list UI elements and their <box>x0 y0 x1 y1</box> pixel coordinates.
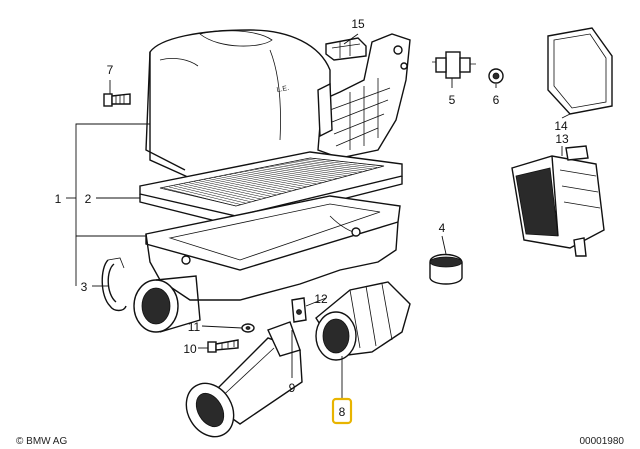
filter-pleat <box>209 178 282 194</box>
callout-labels: 1 2 3 4 5 6 7 8 9 10 11 12 13 14 15 <box>55 17 569 425</box>
nut-part-6 <box>488 68 504 84</box>
filter-pleat <box>274 164 347 176</box>
filter-pleat <box>259 168 332 181</box>
filter-pleat <box>289 161 362 172</box>
filter-pleats <box>163 157 383 207</box>
callout-10: 10 <box>183 342 197 356</box>
filter-pleat <box>219 176 292 192</box>
bracket-part-12 <box>291 297 307 323</box>
spring-clip-part-3 <box>101 257 127 312</box>
callout-8-highlight <box>331 397 353 425</box>
filter-pleat <box>294 160 367 171</box>
washer-part-11 <box>241 323 255 333</box>
callout-12: 12 <box>314 292 328 306</box>
filter-pleat <box>184 183 257 201</box>
filter-pleat <box>168 186 242 205</box>
diagram-number: 00001980 <box>580 436 625 447</box>
filter-pleat <box>204 179 277 196</box>
filter-pleat <box>239 172 312 186</box>
filter-housing-lower <box>145 195 401 301</box>
filter-pleat <box>309 157 383 167</box>
callout-13: 13 <box>555 132 569 146</box>
callout-11: 11 <box>188 320 201 334</box>
cap-part-4 <box>429 253 463 285</box>
leader-lines <box>66 33 571 400</box>
intake-horn-part-9 <box>185 321 303 438</box>
filter-pleat <box>269 166 342 178</box>
intake-boot-part-8 <box>315 281 411 361</box>
copyright-text: © BMW AG <box>16 436 67 447</box>
filter-pleat <box>163 187 237 207</box>
filter-pleat <box>234 173 307 187</box>
clip-part-15 <box>325 37 367 61</box>
callout-6: 6 <box>493 93 500 107</box>
screw-part-10 <box>207 339 239 353</box>
filter-pleat <box>189 182 262 200</box>
filter-pleat <box>179 184 252 203</box>
filter-pleat <box>284 162 357 174</box>
bolt-part-7 <box>103 93 131 107</box>
callout-1: 1 <box>55 192 62 206</box>
filter-pleat <box>264 167 337 179</box>
callout-9: 9 <box>289 381 296 395</box>
filter-pleat <box>174 185 247 204</box>
filter-pleat <box>224 175 297 190</box>
callout-5: 5 <box>449 93 456 107</box>
callout-3: 3 <box>81 280 88 294</box>
filter-pleat <box>244 171 317 185</box>
callout-2: 2 <box>85 192 92 206</box>
cover-bracket <box>317 33 411 159</box>
callout-15: 15 <box>351 17 365 31</box>
filter-pleat <box>214 177 287 193</box>
callout-14: 14 <box>554 119 568 133</box>
intake-duct-part-13 <box>511 145 605 257</box>
filter-pleat <box>304 158 377 168</box>
callout-7: 7 <box>107 63 114 77</box>
filter-pleat <box>249 170 322 183</box>
housing-inlet-stub <box>133 275 201 333</box>
filter-pleat <box>254 169 327 182</box>
svg-text:L.E.: L.E. <box>276 85 290 94</box>
filter-pleat <box>194 181 267 198</box>
callout-8: 8 <box>339 405 346 419</box>
gasket-part-14 <box>547 27 613 115</box>
filter-pleat <box>299 159 372 170</box>
filter-pleat <box>199 180 272 197</box>
rubber-mount-part-5 <box>432 51 476 79</box>
callout-4: 4 <box>439 221 446 235</box>
filter-pleat <box>229 174 302 189</box>
filter-pleat <box>279 163 352 175</box>
